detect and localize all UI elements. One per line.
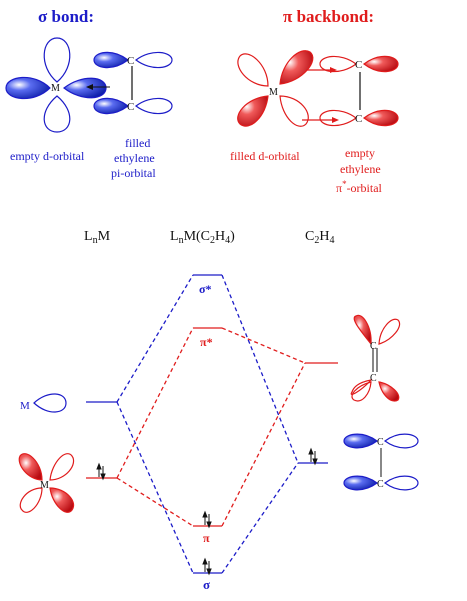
d-lobe-up-right [279, 50, 314, 85]
d-lobe-left [5, 76, 51, 100]
pi-lobe-top-left [93, 51, 130, 69]
d-lobe-bottom [43, 95, 71, 133]
pi-lobe-top-right [134, 51, 173, 69]
ethylene-pi-star-orbital [319, 55, 399, 127]
backdonation-arrows [302, 67, 339, 123]
caption-empty-d-orbital: empty d-orbital [10, 149, 85, 163]
header-ethylene: C2H4 [305, 229, 334, 246]
electron-pair-pi [202, 510, 212, 529]
d-lobe-down-left [237, 95, 269, 127]
header-metal-fragment: LnM [84, 229, 111, 246]
pi-symbol: π [336, 181, 342, 195]
star-superscript: * [342, 179, 347, 189]
electron-pair-sigma [202, 557, 212, 576]
label-pi: π [203, 531, 210, 545]
metal-label: M [51, 83, 60, 94]
carbon-top-red: C [355, 59, 362, 71]
metal-empty-orbital-icon: M [20, 393, 67, 413]
carbon-bottom-pi-icon: C [377, 479, 384, 490]
pi-lobe-bottom-left [93, 97, 130, 115]
orbital-word: -orbital [347, 181, 383, 195]
carbon-top-pistar-icon: C [370, 341, 377, 352]
carbon-bottom: C [127, 101, 134, 113]
electron-pair-metal [96, 462, 106, 481]
caption-empty-line2: ethylene [340, 162, 381, 176]
pistar-lobe-top-left [319, 55, 358, 73]
metal-d-orbital [5, 37, 107, 133]
sigma-bond-panel: σ bond: M C C empty d-orbital filled eth… [5, 7, 173, 180]
electron-pair-ethylene [308, 447, 318, 466]
correlation-lines [116, 274, 306, 574]
metal-filled-d-orbital-icon: M [18, 453, 75, 513]
header-complex: LnM(C2H4) [170, 229, 235, 246]
caption-filled-line1: filled [125, 136, 150, 150]
caption-filled-line2: ethylene [114, 151, 155, 165]
d-lobe-down-right [279, 95, 309, 127]
metal-big-label: M [40, 480, 49, 491]
caption-empty-line1: empty [345, 146, 375, 160]
mo-headers: LnM LnM(C2H4) C2H4 [84, 229, 334, 246]
pistar-lobe-top-right [362, 55, 399, 73]
d-lobe-up-left [237, 53, 269, 87]
metal-small-label: M [20, 400, 30, 412]
mo-energy-levels: σ* π* π σ [86, 274, 338, 592]
pi-backbond-title: π backbond: [283, 7, 374, 26]
carbon-top-pi-icon: C [377, 437, 384, 448]
d-lobe-top [43, 37, 71, 83]
carbon-bottom-pistar-icon: C [370, 373, 377, 384]
label-sigma: σ [203, 577, 210, 592]
electron-pairs [96, 447, 318, 576]
ethylene-pi-icon: C C [343, 433, 419, 491]
caption-filled-line3: pi-orbital [111, 166, 156, 180]
label-pi-star: π* [200, 335, 213, 349]
label-sigma-star: σ* [199, 282, 212, 296]
caption-empty-line3: π*-orbital [336, 179, 383, 195]
ethylene-pi-orbital [93, 51, 173, 115]
pistar-lobe-bottom-right [362, 109, 399, 127]
metal-d-orbital-red [237, 50, 314, 127]
carbon-bottom-red: C [355, 113, 362, 125]
donation-arrow [86, 84, 110, 90]
carbon-top: C [127, 55, 134, 67]
ethylene-pi-star-icon: C C [350, 314, 401, 402]
sigma-bond-title: σ bond: [38, 7, 94, 26]
pi-backbond-panel: π backbond: M C C filled d-orbital empty [230, 7, 399, 195]
pi-lobe-bottom-right [134, 97, 173, 115]
metal-label-red: M [269, 87, 278, 98]
d-lobe-right [63, 77, 107, 99]
caption-filled-d-orbital: filled d-orbital [230, 149, 300, 163]
pistar-lobe-bottom-left [319, 109, 358, 127]
